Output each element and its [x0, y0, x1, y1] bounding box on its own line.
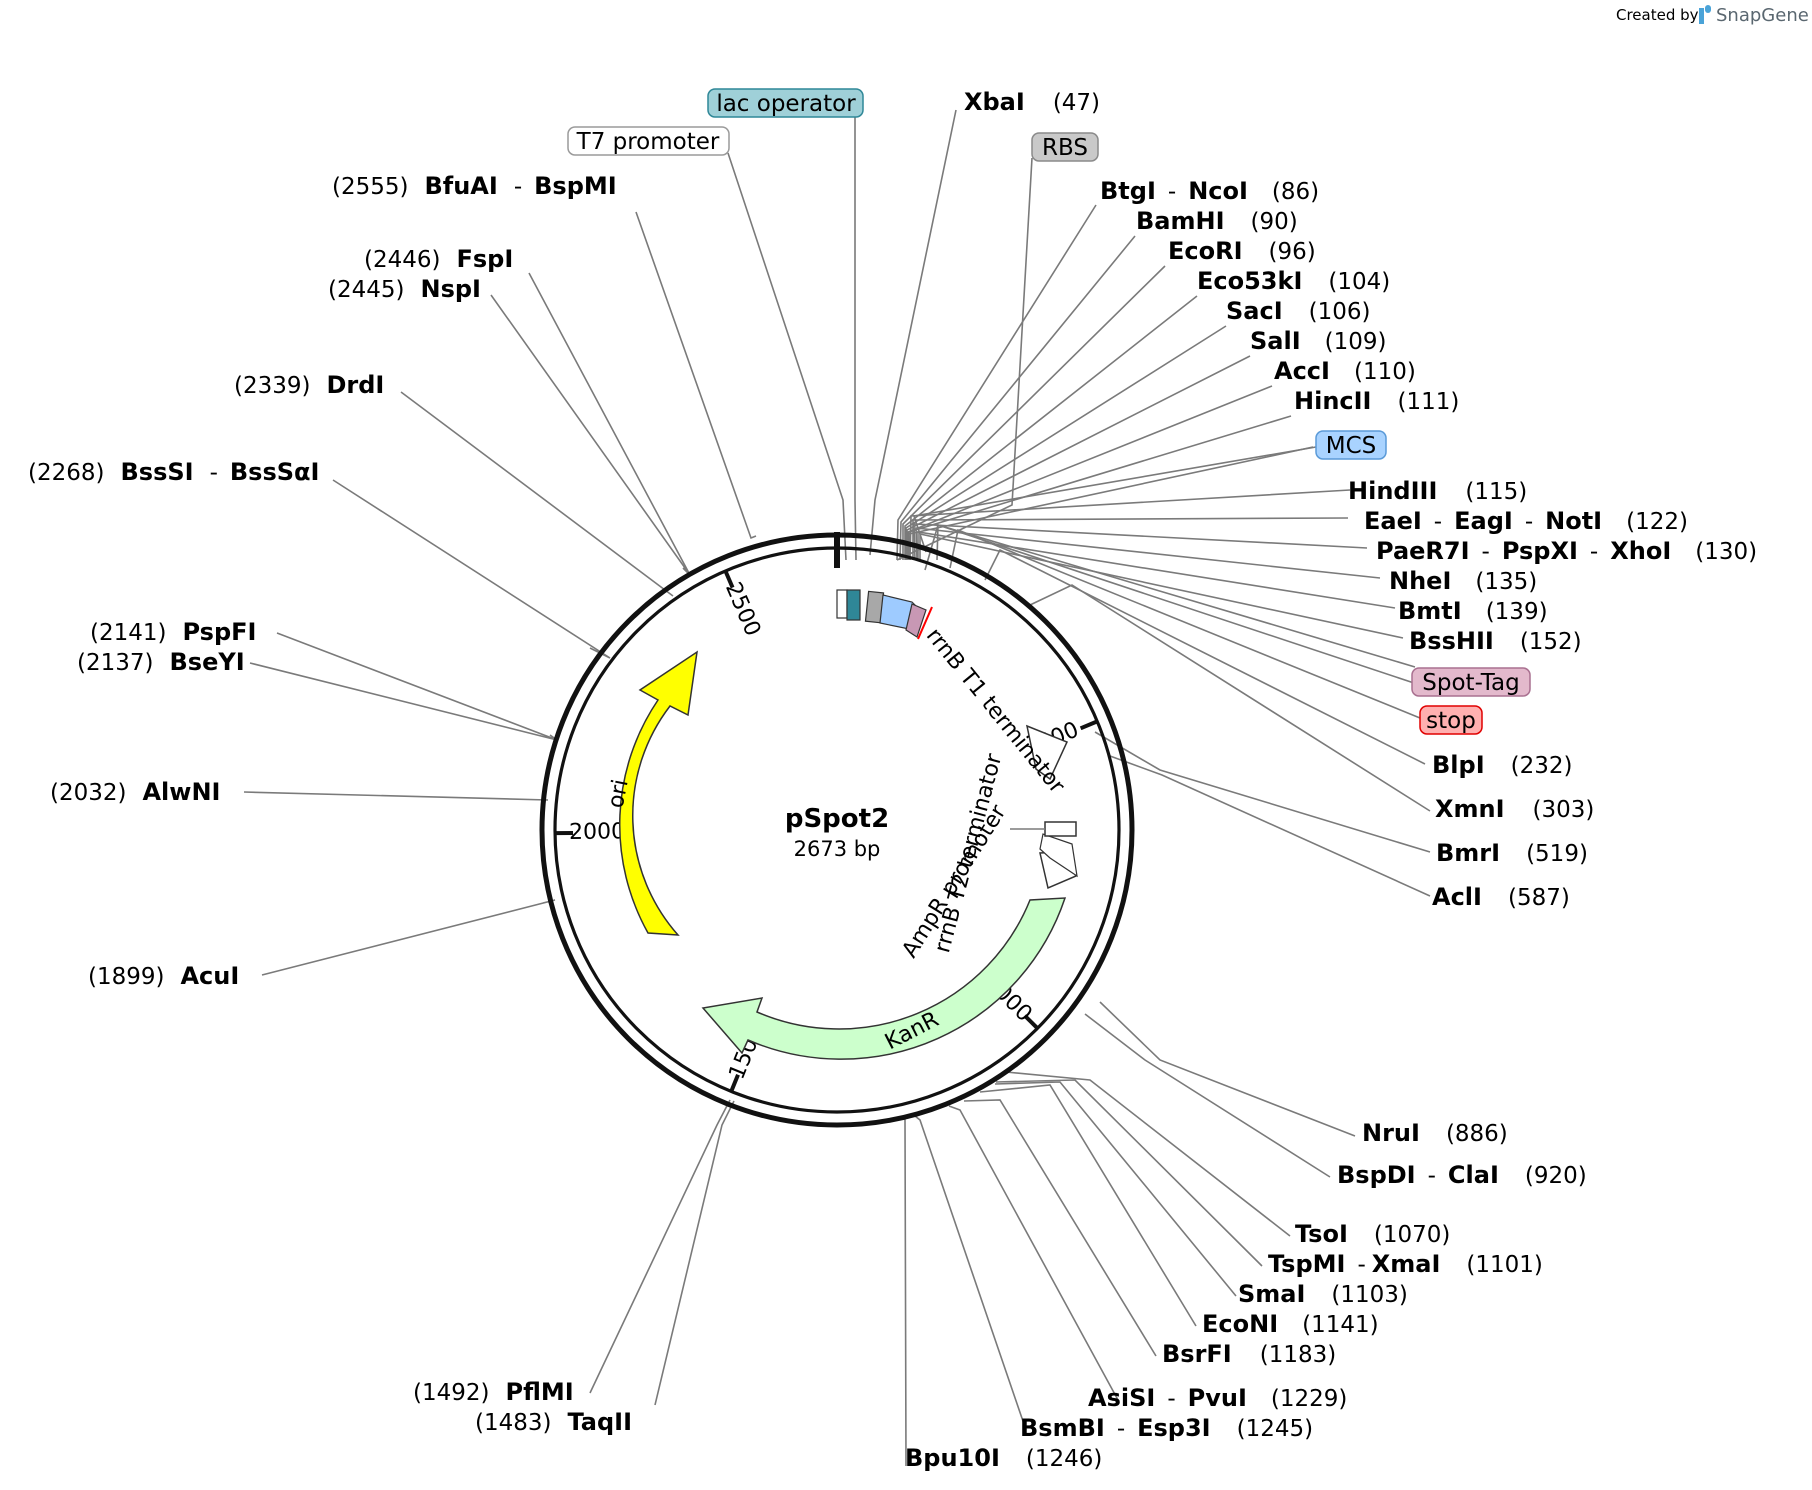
feature-tag-mcs[interactable]: MCS — [1315, 430, 1387, 460]
site-paer7i[interactable]: PaeR7I-PspXI-XhoI(130) — [1376, 537, 1757, 565]
stop-mark[interactable] — [917, 606, 933, 640]
site-hincii[interactable]: HincII(111) — [1294, 387, 1459, 415]
t7-promoter-box[interactable] — [836, 589, 848, 619]
plasmid-size: 2673 bp — [794, 837, 881, 861]
site-pflmi[interactable]: (1492)PflMI — [413, 1378, 574, 1406]
rrnb-t2-box[interactable] — [1044, 821, 1077, 837]
site-nhei[interactable]: NheI(135) — [1389, 567, 1537, 595]
site-pspfi[interactable]: (2141)PspFI — [90, 618, 256, 646]
site-fspi[interactable]: (2446)FspI — [364, 245, 513, 273]
site-nspi[interactable]: (2445)NspI — [328, 275, 481, 303]
rbs-label: RBS — [1042, 135, 1088, 161]
site-tspmi[interactable]: TspMI-XmaI(1101) — [1268, 1250, 1543, 1278]
site-tsoi[interactable]: TsoI(1070) — [1295, 1220, 1450, 1248]
site-smai[interactable]: SmaI(1103) — [1238, 1280, 1408, 1308]
ori-arrow[interactable] — [619, 650, 698, 936]
site-hindiii[interactable]: HindIII(115) — [1348, 477, 1527, 505]
site-bfuai[interactable]: (2555)BfuAI-BspMI — [332, 172, 617, 200]
rrnb-t1-box[interactable] — [1025, 724, 1069, 781]
site-asisi[interactable]: AsiSI-PvuI(1229) — [1088, 1384, 1347, 1412]
site-sali[interactable]: SalI(109) — [1250, 327, 1387, 355]
site-bsmbi[interactable]: BsmBI-Esp3I(1245) — [1020, 1414, 1313, 1442]
ampr-promoter-arrowhead — [1039, 833, 1078, 878]
lac-operator-box[interactable] — [846, 589, 861, 621]
tick-mark — [723, 570, 735, 589]
site-econi[interactable]: EcoNI(1141) — [1202, 1310, 1379, 1338]
plasmid-name: pSpot2 — [785, 804, 889, 834]
site-bmri[interactable]: BmrI(519) — [1436, 839, 1588, 867]
site-blpi[interactable]: BlpI(232) — [1432, 751, 1573, 779]
site-saci[interactable]: SacI(106) — [1226, 297, 1371, 325]
enzyme-labels: XbaI(47) BtgI-NcoI(86) BamHI(90) EcoRI(9… — [28, 88, 1757, 1472]
site-acci[interactable]: AccI(110) — [1274, 357, 1416, 385]
site-nrui[interactable]: NruI(886) — [1362, 1119, 1508, 1147]
site-eco53ki[interactable]: Eco53kI(104) — [1197, 267, 1390, 295]
site-bsshii[interactable]: BssHII(152) — [1409, 627, 1582, 655]
kanr-arrow[interactable] — [701, 897, 1067, 1060]
mcs-feature-block — [836, 589, 933, 640]
site-eaei[interactable]: EaeI-EagI-NotI(122) — [1364, 507, 1688, 535]
lac-operator-label: lac operator — [716, 91, 856, 117]
site-bmti[interactable]: BmtI(139) — [1398, 597, 1548, 625]
feature-tag-stop[interactable]: stop — [1419, 705, 1483, 735]
site-alwni[interactable]: (2032)AlwNI — [50, 778, 220, 806]
site-taqii[interactable]: (1483)TaqII — [475, 1408, 632, 1436]
ori-label: ori — [604, 777, 634, 810]
credit-prefix: Created by — [1616, 6, 1699, 24]
snapgene-logo-icon — [1699, 5, 1711, 24]
site-bseyi[interactable]: (2137)BseYI — [77, 648, 245, 676]
feature-tag-t7-promoter[interactable]: T7 promoter — [567, 126, 730, 156]
site-bpu10i[interactable]: Bpu10I(1246) — [905, 1444, 1102, 1472]
feature-tag-spot-tag[interactable]: Spot-Tag — [1411, 667, 1531, 697]
site-acli[interactable]: AclI(587) — [1432, 883, 1570, 911]
site-xmni[interactable]: XmnI(303) — [1435, 795, 1594, 823]
tick-mark — [1079, 719, 1099, 731]
tick-label: 2500 — [720, 579, 765, 640]
site-xbai[interactable]: XbaI(47) — [964, 88, 1100, 116]
stop-label: stop — [1426, 708, 1476, 734]
site-bamhi[interactable]: BamHI(90) — [1136, 207, 1298, 235]
site-bspdi[interactable]: BspDI-ClaI(920) — [1337, 1161, 1587, 1189]
t7-promoter-label: T7 promoter — [576, 129, 720, 155]
feature-tag-rbs[interactable]: RBS — [1031, 132, 1099, 162]
rrnb-t2-label: rrnB T2 terminator — [930, 750, 1007, 955]
tick-mark — [729, 1073, 740, 1093]
spot-tag-box[interactable] — [905, 603, 927, 638]
feature-tag-lac-operator[interactable]: lac operator — [707, 88, 864, 118]
site-acui[interactable]: (1899)AcuI — [88, 962, 239, 990]
site-bsrfi[interactable]: BsrFI(1183) — [1162, 1340, 1336, 1368]
credit-brand: SnapGene — [1716, 5, 1809, 26]
site-bsssi[interactable]: (2268)BssSI-BssSαI — [28, 458, 319, 486]
site-drdi[interactable]: (2339)DrdI — [234, 371, 384, 399]
spot-tag-label: Spot-Tag — [1422, 670, 1519, 696]
site-btgi[interactable]: BtgI-NcoI(86) — [1100, 177, 1319, 205]
site-ecori[interactable]: EcoRI(96) — [1168, 237, 1316, 265]
tick-mark — [1023, 1014, 1039, 1030]
leader-lines — [243, 101, 1431, 1467]
tick-label: 2000 — [569, 819, 625, 845]
mcs-label: MCS — [1326, 433, 1377, 459]
